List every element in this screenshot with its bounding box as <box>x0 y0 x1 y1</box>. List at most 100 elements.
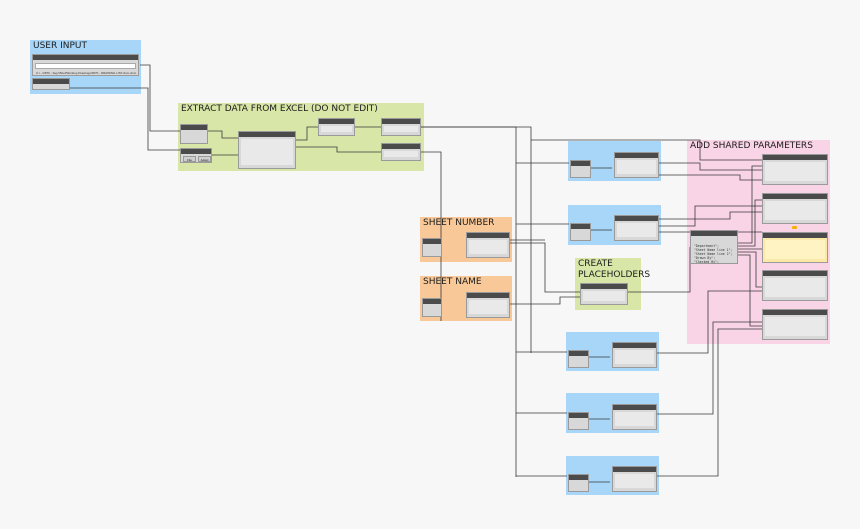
node-body <box>765 162 825 181</box>
file-path-field[interactable] <box>35 63 136 69</box>
node-header <box>691 231 737 236</box>
node-header <box>763 310 827 315</box>
node-header <box>569 351 588 356</box>
node-body <box>615 412 654 426</box>
wire <box>70 87 180 151</box>
list-node-2[interactable] <box>381 118 421 136</box>
blue1-getitem-node[interactable] <box>614 152 659 178</box>
blue2-getitem-node[interactable] <box>614 215 659 241</box>
blue2-input-node[interactable] <box>570 223 591 241</box>
group-title-sheet-name: SHEET NAME <box>423 277 482 287</box>
browse-node[interactable]: File Adapt <box>180 148 212 163</box>
wire <box>421 126 532 353</box>
file-from-path-node[interactable] <box>180 124 208 144</box>
sheet-name-input-node[interactable] <box>422 298 442 317</box>
group-title-user-input: USER INPUT <box>33 41 87 51</box>
node-header <box>181 149 211 154</box>
param-line: "Drawn By"; <box>694 256 716 260</box>
node-header <box>615 216 658 221</box>
node-body <box>617 223 656 237</box>
adapt-toggle-button[interactable]: Adapt <box>198 156 211 162</box>
group-title-extract-data: EXTRACT DATA FROM EXCEL (DO NOT EDIT) <box>181 104 378 114</box>
file-path-text: C:\...\2870 - Sept Brief/Working Drawing… <box>36 71 137 75</box>
node-body <box>321 126 352 132</box>
create-placeholder-node[interactable] <box>580 283 628 305</box>
parameter-list-code: "Department"; "Sheet Name line 1"; "Shee… <box>694 240 732 264</box>
group-title-sheet-number: SHEET NUMBER <box>423 218 495 228</box>
node-body <box>384 126 418 132</box>
blue1-input-node[interactable] <box>570 160 591 178</box>
blue4-getitem-node[interactable] <box>612 404 657 430</box>
wire <box>628 247 691 293</box>
wire <box>140 64 180 132</box>
node-header <box>763 233 827 238</box>
node-header <box>382 119 420 124</box>
wire <box>659 211 762 220</box>
blue5-input-node[interactable] <box>568 474 589 492</box>
node-header <box>33 79 69 84</box>
node-header <box>615 153 658 158</box>
wire <box>510 242 580 293</box>
wire <box>208 130 238 139</box>
blue3-getitem-node[interactable] <box>612 342 657 368</box>
sheet-number-input-node[interactable] <box>422 238 442 257</box>
node-body <box>765 317 825 336</box>
wire <box>738 165 762 244</box>
node-header <box>571 161 590 166</box>
file-path-node[interactable]: C:\...\2870 - Sept Brief/Working Drawing… <box>32 54 139 76</box>
node-body <box>384 151 418 157</box>
set-parameter-node-2[interactable] <box>762 193 828 224</box>
node-header <box>763 271 827 276</box>
node-header <box>613 405 656 410</box>
browse-file-button[interactable]: File <box>183 156 196 162</box>
node-body <box>765 278 825 297</box>
list-node-1[interactable] <box>318 118 355 136</box>
sheet-name-getitem-node[interactable] <box>466 292 510 318</box>
node-header <box>467 233 509 238</box>
node-header <box>382 144 420 149</box>
node-header <box>467 293 509 298</box>
node-header <box>569 413 588 418</box>
param-line: "Checked By"; <box>694 260 719 264</box>
blue3-input-node[interactable] <box>568 350 589 368</box>
node-header <box>319 119 354 124</box>
sheet-number-getitem-node[interactable] <box>466 232 510 258</box>
node-header <box>763 155 827 160</box>
wire <box>296 146 381 153</box>
list-node-3[interactable] <box>381 143 421 161</box>
node-header <box>569 475 588 480</box>
group-title-create-placeholders: CREATE PLACEHOLDERS <box>578 259 651 280</box>
set-parameter-node-5[interactable] <box>762 309 828 340</box>
parameter-list-node[interactable]: "Department"; "Sheet Name line 1"; "Shee… <box>690 230 738 264</box>
node-header <box>581 284 627 289</box>
wire <box>421 151 442 321</box>
node-body <box>765 201 825 220</box>
param-line: "Department"; <box>694 244 719 248</box>
wire <box>296 126 318 141</box>
node-body <box>765 240 825 259</box>
node-body <box>615 474 654 488</box>
param-line: "Sheet Name line 1"; <box>694 248 733 252</box>
node-header <box>571 224 590 229</box>
node-body <box>583 291 625 301</box>
excel-read-node[interactable] <box>238 131 296 169</box>
node-body <box>469 300 507 314</box>
set-parameter-node-3-warning[interactable] <box>762 232 828 263</box>
wire <box>657 290 762 354</box>
node-header <box>613 343 656 348</box>
boolean-node[interactable] <box>32 78 70 90</box>
wire <box>738 199 762 247</box>
node-header <box>613 467 656 472</box>
wire <box>510 296 580 305</box>
set-parameter-node-1[interactable] <box>762 154 828 185</box>
wire <box>657 328 762 477</box>
set-parameter-node-4[interactable] <box>762 270 828 301</box>
group-title-add-shared-parameters: ADD SHARED PARAMETERS <box>690 141 813 151</box>
blue5-getitem-node[interactable] <box>612 466 657 492</box>
param-line: "Sheet Name line 2"; <box>694 252 733 256</box>
wire <box>657 321 762 415</box>
wire <box>659 162 762 171</box>
blue4-input-node[interactable] <box>568 412 589 430</box>
node-body <box>241 139 293 165</box>
